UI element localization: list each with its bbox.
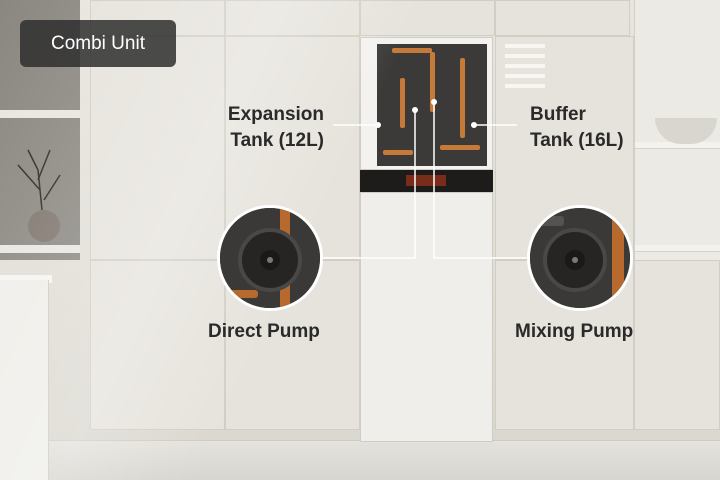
air-fin — [505, 64, 545, 68]
counter — [0, 280, 49, 480]
floor — [0, 440, 720, 480]
combi-unit-badge: Combi Unit — [20, 20, 176, 67]
wall-panel — [225, 0, 360, 36]
mixing-pump-label: Mixing Pump — [515, 321, 634, 342]
unit-cabinet — [360, 192, 493, 442]
wall-panel — [360, 0, 495, 36]
air-fin — [505, 74, 545, 78]
expansion-tank-label: Expansion Tank (12L) — [227, 104, 324, 151]
air-fin — [505, 84, 545, 88]
counter-top — [0, 275, 52, 283]
air-fin — [505, 54, 545, 58]
decor-branch — [17, 149, 61, 242]
copper-pipe — [392, 48, 432, 53]
buffer-tank-label: Buffer Tank (16L) — [530, 104, 624, 151]
copper-pipe — [400, 78, 405, 128]
wall-panel — [90, 260, 225, 430]
pump-closeup-image — [220, 208, 320, 308]
wall-panel — [495, 0, 630, 36]
pump-closeup-image — [530, 208, 630, 308]
copper-pipe — [383, 150, 413, 155]
mixing-pump-closeup — [527, 205, 633, 311]
direct-pump-closeup — [217, 205, 323, 311]
wall-panel — [90, 36, 225, 260]
copper-pipe — [460, 58, 465, 138]
direct-pump-label: Direct Pump — [208, 321, 320, 342]
air-fin — [505, 44, 545, 48]
display-screen — [406, 175, 446, 186]
copper-pipe — [430, 52, 435, 112]
copper-pipe — [440, 145, 480, 150]
badge-label: Combi Unit — [51, 32, 145, 54]
